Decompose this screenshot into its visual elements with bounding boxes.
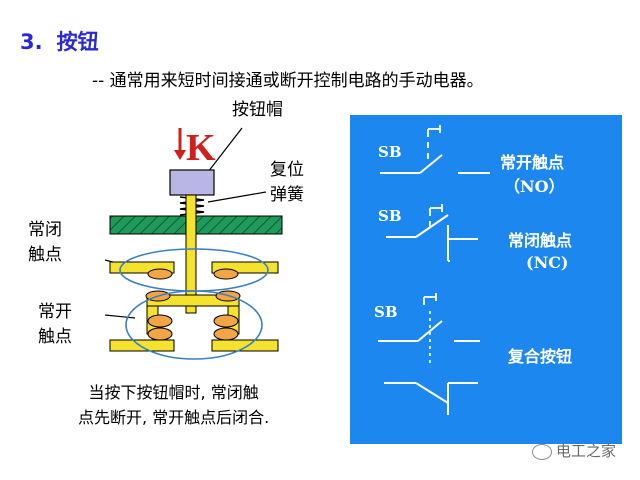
sb-label-compound: SB xyxy=(374,303,398,321)
button-cap xyxy=(169,169,215,196)
press-arrow-icon xyxy=(174,128,186,160)
page-title: 3. 按钮 xyxy=(20,26,99,56)
nc-symbol-label: 常闭触点 xyxy=(508,231,573,250)
nc-stationary-right xyxy=(211,261,279,274)
nc-label: 常闭 触点 xyxy=(28,220,62,265)
sb-label-nc: SB xyxy=(378,207,402,225)
push-button-diagram: K xyxy=(104,127,283,360)
compound-button-symbol xyxy=(378,293,480,415)
wechat-icon xyxy=(531,443,552,460)
push-rod xyxy=(185,194,197,314)
page-subtitle: -- 通常用来短时间接通或断开控制电路的手动电器。 xyxy=(92,71,484,91)
no-leader-line xyxy=(104,314,136,319)
nc-symbol-code: (NC) xyxy=(526,253,569,272)
nc-contact-symbol xyxy=(386,204,478,262)
cap-label: 按钮帽 xyxy=(232,100,283,120)
spring-leader-line xyxy=(207,191,267,203)
spring-label: 复位 弹簧 xyxy=(270,160,304,205)
no-symbol-label: 常开触点 xyxy=(500,153,565,172)
no-contact-lower-left xyxy=(147,327,173,341)
no-contact-symbol xyxy=(380,125,490,174)
k-letter: K xyxy=(186,127,216,169)
nc-contact-left xyxy=(147,268,173,280)
no-label: 常开 触点 xyxy=(38,302,72,347)
cap-leader-line xyxy=(207,127,243,173)
no-highlight-ellipse xyxy=(125,290,263,360)
no-stationary-right xyxy=(211,339,279,352)
no-contact-upper-left xyxy=(147,314,173,328)
no-contact-lower-right xyxy=(213,327,239,341)
watermark: 电工之家 xyxy=(531,440,616,461)
no-symbol-code: （NO） xyxy=(504,177,565,196)
no-contact-upper-right xyxy=(213,314,239,328)
compound-symbol-label: 复合按钮 xyxy=(508,347,573,366)
symbols-drawing xyxy=(378,125,490,415)
reset-spring xyxy=(179,196,205,216)
symbols-panel: SB 常开触点 （NO） SB 常闭触点 (NC) SB 复合按钮 xyxy=(350,115,622,444)
nc-contact-right xyxy=(213,268,239,280)
diagram-caption: 当按下按钮帽时, 常闭触 点先断开, 常开触点后闭合. xyxy=(78,383,270,427)
sb-label-no: SB xyxy=(378,143,402,161)
nc-stationary-left xyxy=(109,261,175,274)
section-title: 按钮 xyxy=(56,30,99,54)
no-stationary-left xyxy=(109,339,175,352)
section-number: 3. xyxy=(20,30,43,54)
